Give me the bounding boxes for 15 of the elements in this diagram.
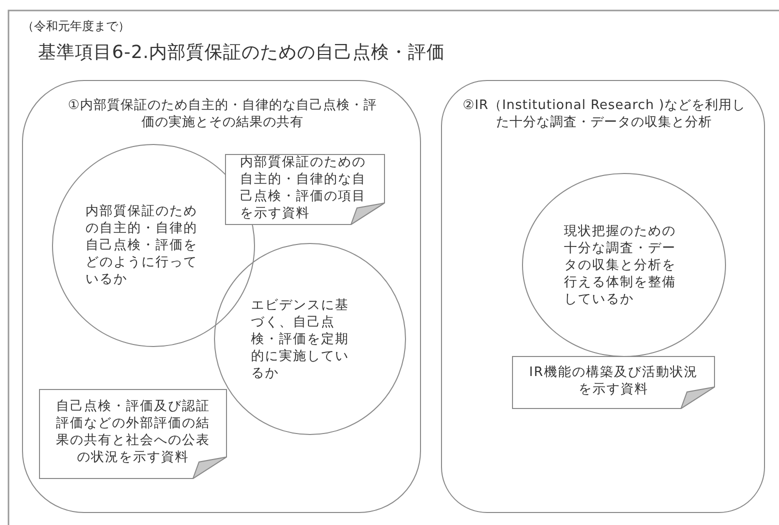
note-text: 自己点検・評価及び認証評価などの外部評価の結果の共有と社会への公表の状況を示す資料 [55,398,211,466]
panel [441,80,765,513]
question-text: 現状把握のための十分な調査・データの収集と分析を行える体制を整備しているか [564,222,677,308]
note-text: （令和元年度まで） [22,18,130,35]
note-text: IR機能の構築及び活動状況を示す資料 [528,364,699,398]
document-note [39,389,227,479]
question-text: 内部質保証のための自主的・自律的自己点検・評価をどのように行っているか [86,203,198,288]
document-note [225,154,385,225]
title: 基準項目6-2.内部質保証のための自己点検・評価 [38,41,446,64]
panel [22,80,421,513]
panel-heading: ①内部質保証のため自主的・自律的な自己点検・評価の実施とその結果の共有 [66,97,378,131]
document-note [512,356,715,409]
panel-heading: ②IR（Institutional Research )などを利用した十分な調査・データの収集と分析 [462,97,746,131]
note-text: 内部質保証のための自主的・自律的な自己点検・評価の項目を示す資料 [240,154,367,222]
question-text: エビデンスに基づく、自己点検・評価を定期的に実施しているか [251,296,350,382]
